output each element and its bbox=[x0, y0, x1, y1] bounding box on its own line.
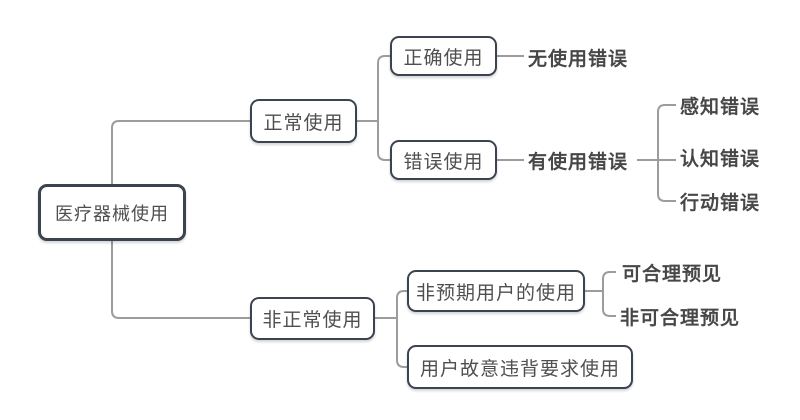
edge-abnormal-to-violate bbox=[396, 318, 407, 368]
node-label: 错误使用 bbox=[403, 151, 484, 173]
node-label: 非预期用户的使用 bbox=[415, 282, 576, 304]
node-label: 非可合理预见 bbox=[620, 307, 741, 329]
edge-root-to-abnormal bbox=[111, 241, 250, 319]
node-label: 非正常使用 bbox=[262, 310, 363, 331]
node-action-error[interactable]: 行动错误 bbox=[680, 189, 761, 214]
edge-abnormal-to-unintended bbox=[396, 290, 407, 318]
node-label: 认知错误 bbox=[680, 148, 761, 170]
node-label: 无使用错误 bbox=[528, 48, 629, 70]
node-label: 可合理预见 bbox=[622, 263, 723, 285]
node-label: 正常使用 bbox=[263, 112, 344, 134]
edge-normal-to-correct bbox=[377, 55, 390, 121]
node-wrong-use[interactable]: 错误使用 bbox=[390, 140, 497, 180]
node-has-use-error[interactable]: 有使用错误 bbox=[528, 148, 629, 173]
node-label: 医疗器械使用 bbox=[55, 203, 169, 224]
node-not-reasonably-foreseeable[interactable]: 非可合理预见 bbox=[620, 304, 741, 329]
node-label: 有使用错误 bbox=[528, 151, 629, 173]
node-label: 行动错误 bbox=[680, 192, 761, 214]
node-cognition-error[interactable]: 认知错误 bbox=[680, 145, 761, 170]
edge-normal-to-wrong bbox=[377, 121, 390, 161]
node-unintended-user-use[interactable]: 非预期用户的使用 bbox=[407, 270, 585, 312]
node-reasonably-foreseeable[interactable]: 可合理预见 bbox=[622, 260, 723, 285]
node-perception-error[interactable]: 感知错误 bbox=[680, 93, 761, 118]
node-medical-device-use[interactable]: 医疗器械使用 bbox=[38, 184, 186, 241]
edge-unintended-to-not-foreseeable bbox=[602, 291, 616, 317]
node-abnormal-use[interactable]: 非正常使用 bbox=[250, 297, 375, 340]
edge-root-to-normal bbox=[111, 120, 250, 184]
node-no-use-error[interactable]: 无使用错误 bbox=[528, 45, 629, 70]
node-label: 正确使用 bbox=[403, 47, 484, 69]
edge-unintended-to-foreseeable bbox=[602, 271, 616, 291]
node-label: 用户故意违背要求使用 bbox=[419, 358, 620, 380]
edge-has-error-to-perception bbox=[657, 104, 676, 160]
node-intentional-violation-use[interactable]: 用户故意违背要求使用 bbox=[407, 345, 633, 389]
node-label: 感知错误 bbox=[680, 96, 761, 118]
edge-has-error-to-action bbox=[657, 160, 676, 202]
node-normal-use[interactable]: 正常使用 bbox=[250, 99, 357, 143]
node-correct-use[interactable]: 正确使用 bbox=[390, 36, 497, 76]
